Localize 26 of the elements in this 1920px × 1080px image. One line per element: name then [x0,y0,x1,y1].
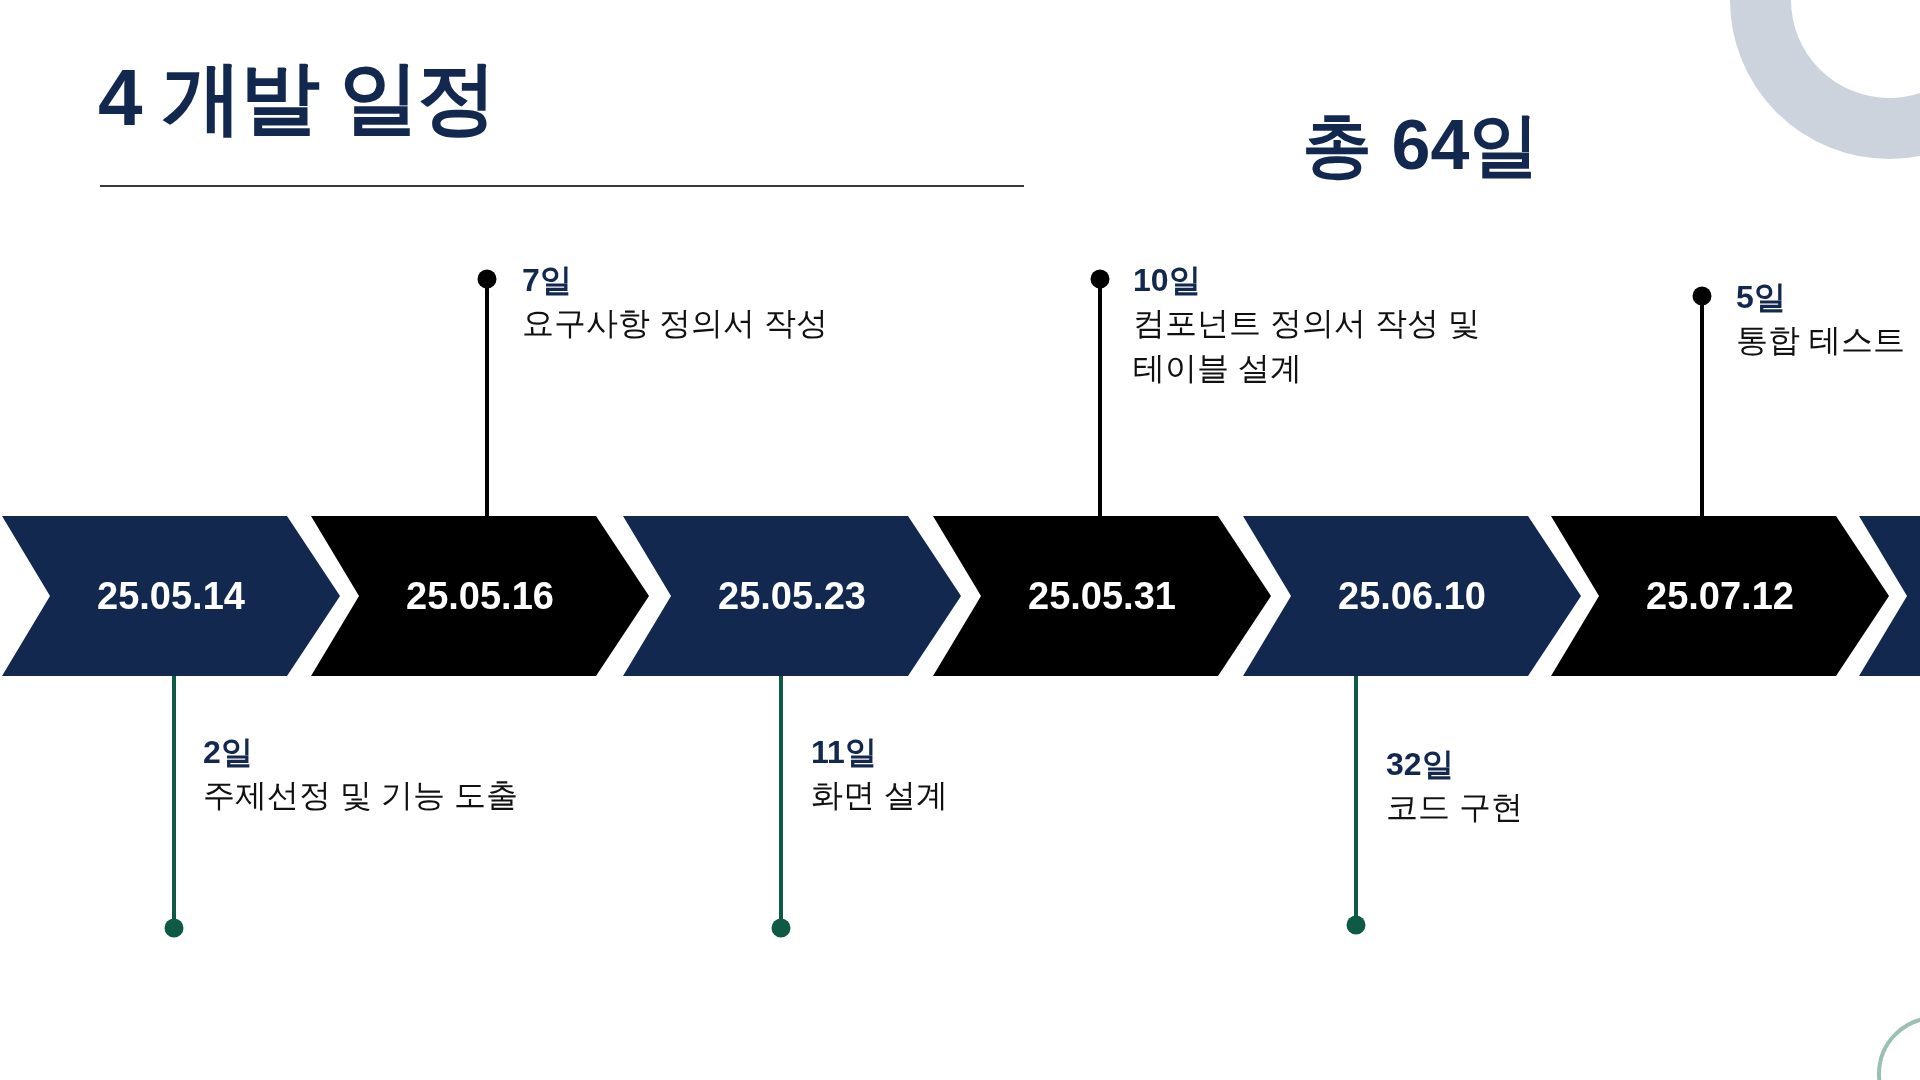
task-label: 통합 테스트 [1736,321,1905,360]
duration-label: 11일 [811,733,877,772]
duration-label: 10일 [1133,261,1201,300]
task-label: 화면 설계 [811,776,948,815]
duration-label: 7일 [522,261,572,300]
task-label: 요구사항 정의서 작성 [522,304,828,343]
leader-line [1692,286,1712,516]
duration-label: 5일 [1736,278,1786,317]
duration-label: 2일 [203,733,253,772]
leader-line [771,676,791,938]
date-label: 25.06.10 [1338,577,1486,615]
date-label: 25.05.23 [718,577,866,615]
total-duration-label: 총 64일 [1302,110,1540,180]
date-label: 25.07.12 [1646,577,1794,615]
task-label: 코드 구현 [1386,788,1523,827]
date-label: 25.05.14 [97,577,245,615]
task-label: 주제선정 및 기능 도출 [203,776,518,815]
leader-line [1346,676,1366,935]
leader-line [164,676,184,938]
task-label: 컴포넌트 정의서 작성 및 테이블 설계 [1133,304,1481,388]
leader-line [477,269,497,516]
duration-label: 32일 [1386,745,1454,784]
date-label: 25.05.16 [406,577,554,615]
date-label: 25.05.31 [1028,577,1176,615]
leader-line [1090,269,1110,516]
slide-title: 4 개발 일정 [98,58,496,138]
